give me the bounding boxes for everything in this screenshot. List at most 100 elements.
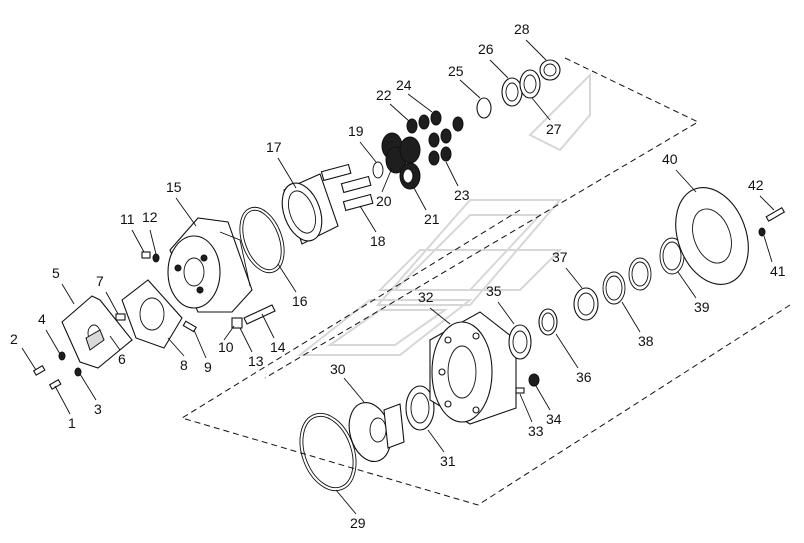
washers-part-3-4 [58, 351, 82, 377]
bearing-part-26-27 [501, 69, 541, 107]
planetary-group [320, 59, 561, 212]
screw-part-9 [182, 320, 197, 333]
callout-label-31: 31 [440, 453, 456, 469]
leader-line-27 [531, 97, 551, 121]
callout-label-37: 37 [552, 249, 568, 265]
leader-line-3 [79, 373, 97, 401]
leader-line-31 [427, 429, 445, 453]
hub-group [299, 187, 786, 492]
callout-label-2: 2 [10, 331, 18, 347]
bearing-part-31 [405, 385, 435, 431]
leader-line-14 [261, 313, 275, 339]
leader-line-40 [675, 169, 697, 193]
callout-label-17: 17 [266, 139, 282, 155]
callout-label-7: 7 [96, 273, 104, 289]
bearing-part-37 [573, 287, 599, 321]
ring-part-38 [602, 257, 652, 305]
callout-label-24: 24 [396, 77, 412, 93]
callout-label-8: 8 [180, 357, 188, 373]
callout-label-11: 11 [120, 211, 135, 227]
leader-line-26 [489, 59, 509, 79]
leader-line-13 [239, 327, 253, 353]
callout-label-30: 30 [330, 361, 346, 377]
leader-line-8 [167, 337, 185, 357]
assembly-guide-lines [180, 57, 791, 506]
callout-label-32: 32 [418, 289, 434, 305]
leader-line-25 [459, 79, 481, 99]
leader-line-24 [407, 93, 433, 113]
fittings-part-11-12 [141, 251, 160, 263]
callout-label-29: 29 [350, 515, 366, 531]
callout-label-18: 18 [370, 233, 386, 249]
planet-gears-part-20-21 [381, 132, 421, 190]
leader-line-20 [381, 167, 393, 193]
leader-line-37 [565, 267, 583, 289]
leader-line-28 [525, 39, 547, 61]
callout-label-25: 25 [448, 63, 464, 79]
callout-label-27: 27 [546, 121, 562, 137]
o-ring-part-16 [239, 206, 285, 274]
watermark-logo [297, 72, 591, 356]
callout-label-41: 41 [770, 263, 786, 279]
housing-part-15 [167, 217, 253, 313]
leader-line-12 [149, 229, 157, 255]
leader-lines [21, 39, 775, 515]
breather-part-10-13-14 [231, 304, 276, 329]
leader-line-5 [61, 283, 75, 305]
leader-line-23 [445, 161, 459, 187]
leader-line-33 [519, 393, 533, 423]
callout-label-16: 16 [292, 293, 308, 309]
callout-label-26: 26 [478, 41, 494, 57]
leader-line-39 [677, 271, 697, 299]
callout-label-14: 14 [270, 339, 286, 355]
bearings-part-22-23-24 [406, 110, 464, 166]
cover-group [32, 173, 339, 390]
callout-label-39: 39 [694, 299, 710, 315]
leader-line-15 [175, 197, 197, 227]
leader-line-9 [193, 329, 207, 359]
callout-label-22: 22 [376, 87, 392, 103]
pins-part-18 [320, 163, 374, 212]
callout-label-40: 40 [662, 151, 678, 167]
leader-line-10 [223, 325, 235, 341]
leader-line-34 [535, 385, 551, 411]
callout-label-4: 4 [38, 311, 46, 327]
leader-line-2 [21, 347, 37, 371]
callout-label-21: 21 [424, 211, 440, 227]
leader-line-6 [109, 335, 121, 351]
seal-part-28 [539, 59, 561, 81]
leader-line-22 [389, 103, 411, 123]
leader-line-35 [497, 301, 515, 325]
callout-label-9: 9 [204, 359, 212, 375]
callout-label-42: 42 [748, 177, 764, 193]
leader-line-29 [335, 489, 357, 515]
leader-line-38 [621, 301, 641, 333]
leader-line-32 [429, 307, 451, 325]
callout-label-33: 33 [528, 423, 544, 439]
callout-label-19: 19 [348, 123, 364, 139]
plug-part-7 [115, 313, 126, 321]
leader-line-11 [131, 229, 145, 253]
hub-cap-part-30 [348, 402, 405, 462]
washer-part-19 [372, 161, 384, 179]
callout-label-5: 5 [52, 265, 60, 281]
leader-line-7 [105, 291, 119, 315]
bearing-part-35 [508, 324, 532, 360]
callout-label-12: 12 [142, 209, 158, 225]
bolts-part-1-2 [32, 365, 62, 390]
leader-line-36 [555, 333, 579, 369]
leader-line-21 [413, 187, 427, 211]
gasket-part-8 [121, 279, 183, 349]
callout-label-36: 36 [576, 369, 592, 385]
leader-line-41 [763, 235, 773, 263]
wheel-hub-part-32 [429, 311, 517, 425]
leader-line-30 [343, 377, 365, 403]
brake-disc-part-40 [675, 187, 749, 285]
callout-label-3: 3 [94, 401, 102, 417]
callout-label-38: 38 [638, 333, 654, 349]
callout-label-34: 34 [546, 411, 562, 427]
leader-line-17 [277, 157, 297, 189]
callout-label-28: 28 [514, 21, 530, 37]
